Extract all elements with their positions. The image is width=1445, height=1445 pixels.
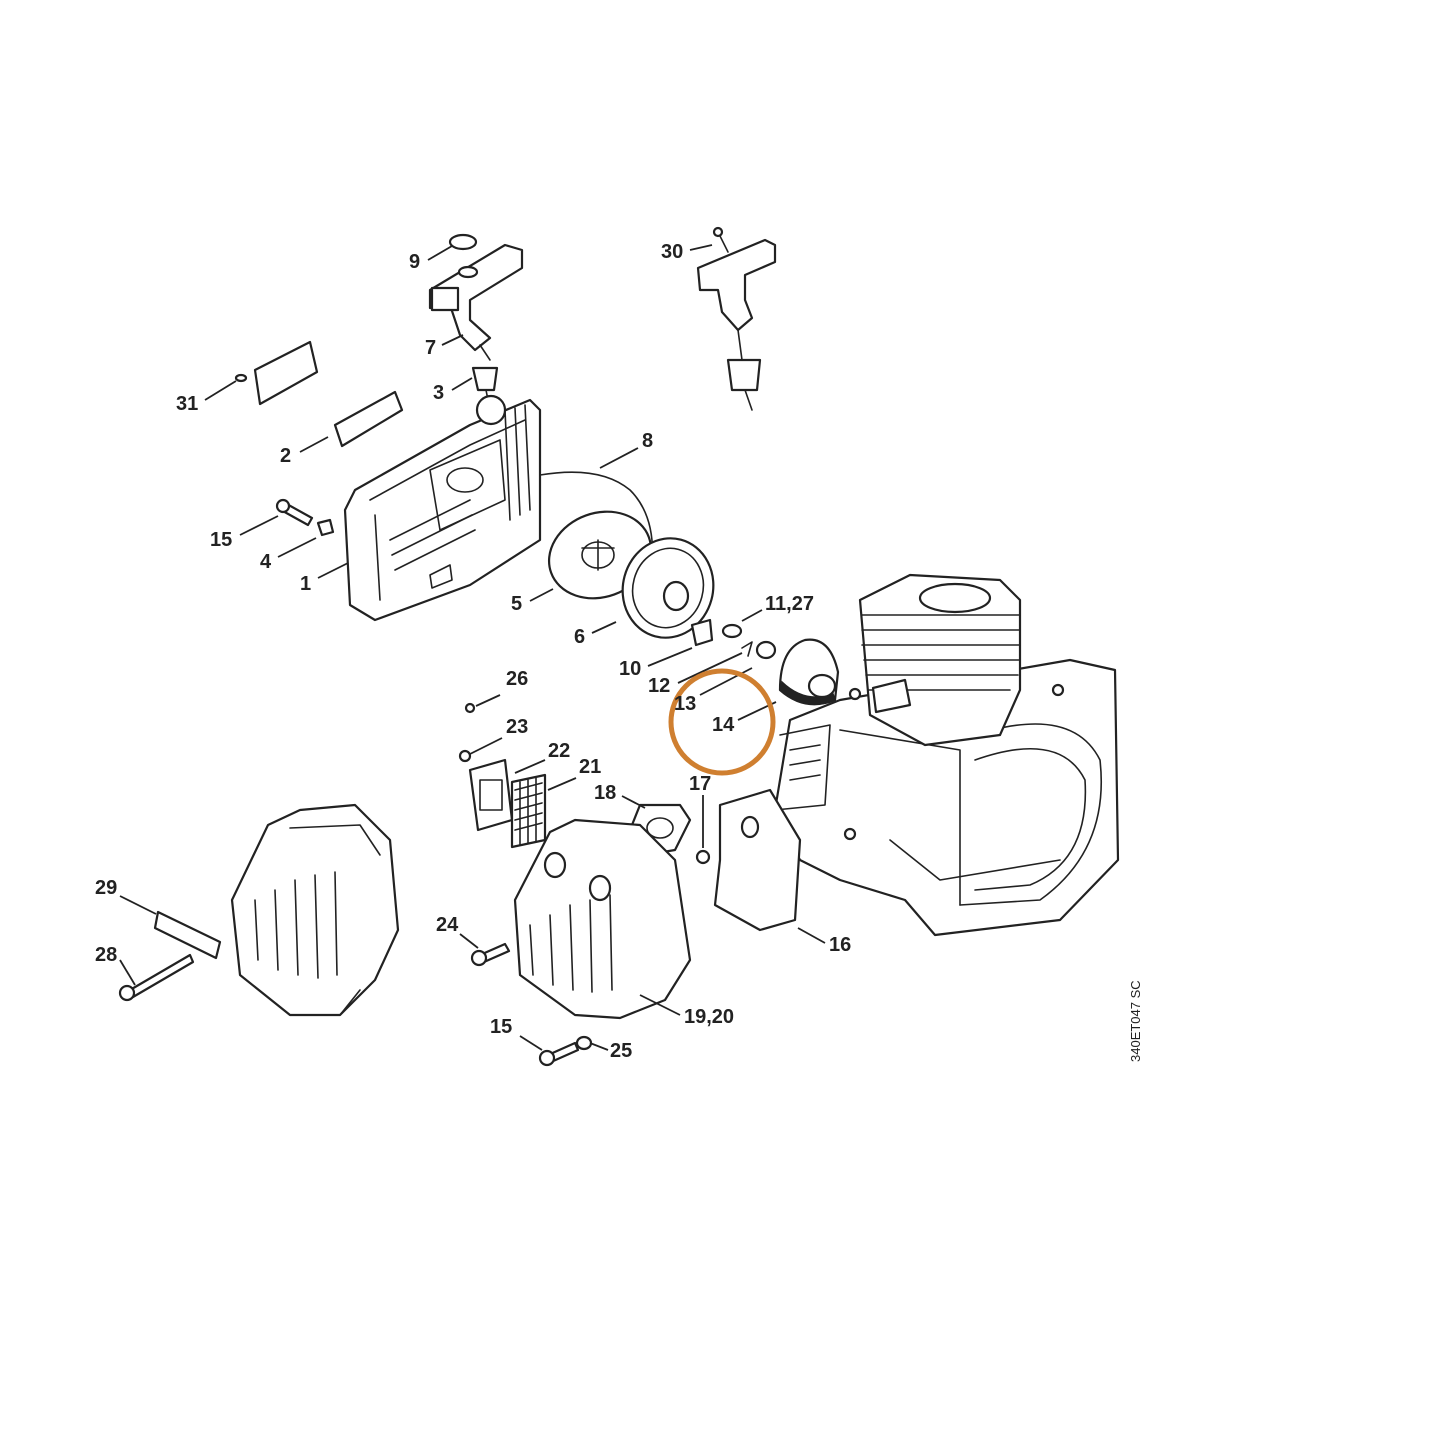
callout-3: 3 — [433, 382, 444, 404]
spark-screen-part — [510, 773, 547, 849]
elastostart-grip-part — [696, 226, 777, 411]
highlight-marker — [668, 668, 776, 776]
rope-rotor-part — [621, 537, 715, 639]
crankcase-part — [773, 658, 1120, 937]
callout-25: 25 — [610, 1040, 632, 1062]
decal-plates — [234, 340, 404, 448]
pawl-parts — [690, 618, 777, 660]
callout-17: 17 — [689, 773, 711, 795]
drawing-reference-code: 340ET047 SC — [1128, 980, 1143, 1062]
callout-12: 12 — [648, 675, 670, 697]
muffler-right-part — [513, 818, 692, 1020]
callout-15-top: 15 — [210, 529, 232, 551]
cylinder-part — [858, 573, 1022, 747]
callout-31: 31 — [176, 393, 198, 415]
callout-29: 29 — [95, 877, 117, 899]
callout-21: 21 — [579, 756, 601, 778]
callout-6: 6 — [574, 626, 585, 648]
bracket-and-bolt-left — [118, 910, 222, 1002]
leader-lines — [119, 244, 826, 1051]
fan-cone-part — [778, 638, 840, 706]
callout-9: 9 — [409, 251, 420, 273]
heat-shield-part — [713, 788, 802, 932]
screws-left — [275, 498, 335, 537]
callout-28: 28 — [95, 944, 117, 966]
callout-15-bottom: 15 — [490, 1016, 512, 1038]
callout-26: 26 — [506, 668, 528, 690]
callout-19-20: 19,20 — [684, 1006, 734, 1028]
callout-13: 13 — [674, 693, 696, 715]
fan-housing-part — [343, 394, 542, 622]
starter-grip-part — [428, 233, 524, 361]
screws-right — [470, 942, 593, 1067]
callout-11-27: 11,27 — [765, 593, 814, 615]
callout-30: 30 — [661, 241, 683, 263]
callout-labels: 9 30 7 31 3 2 8 15 4 1 5 6 11,27 10 12 1… — [95, 241, 851, 1062]
callout-10: 10 — [619, 658, 641, 680]
callout-4: 4 — [260, 551, 272, 573]
callout-14: 14 — [712, 714, 735, 736]
callout-8: 8 — [642, 430, 653, 452]
callout-7: 7 — [425, 337, 436, 359]
callout-16: 16 — [829, 934, 851, 956]
callout-5: 5 — [511, 593, 522, 615]
callout-22: 22 — [548, 740, 570, 762]
callout-24: 24 — [436, 914, 459, 936]
callout-23: 23 — [506, 716, 528, 738]
callout-18: 18 — [594, 782, 616, 804]
muffler-flange-part — [458, 702, 514, 832]
callout-1: 1 — [300, 573, 311, 595]
muffler-left-part — [230, 803, 400, 1017]
callout-2: 2 — [280, 445, 291, 467]
